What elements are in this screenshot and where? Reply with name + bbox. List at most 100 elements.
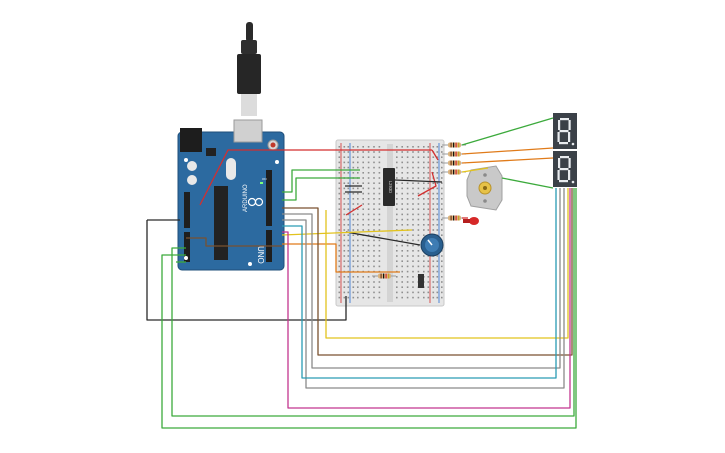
- breadboard-hole[interactable]: [401, 244, 403, 247]
- breadboard-hole[interactable]: [406, 255, 409, 257]
- dc-motor[interactable]: [466, 165, 503, 211]
- breadboard-hole[interactable]: [412, 260, 414, 262]
- breadboard-hole[interactable]: [362, 156, 364, 158]
- breadboard-hole[interactable]: [406, 281, 409, 283]
- breadboard-hole[interactable]: [352, 281, 355, 283]
- breadboard-hole[interactable]: [373, 213, 375, 216]
- breadboard-hole[interactable]: [378, 291, 381, 294]
- breadboard-hole[interactable]: [396, 146, 398, 148]
- breadboard-hole[interactable]: [357, 203, 359, 205]
- breadboard-hole[interactable]: [352, 250, 355, 252]
- breadboard-hole[interactable]: [423, 156, 425, 158]
- breadboard-hole[interactable]: [432, 172, 435, 174]
- breadboard-hole[interactable]: [373, 276, 375, 278]
- breadboard-hole[interactable]: [352, 161, 355, 164]
- breadboard-hole[interactable]: [362, 166, 364, 169]
- breadboard-hole[interactable]: [347, 192, 350, 195]
- breadboard-hole[interactable]: [362, 192, 364, 195]
- breadboard-hole[interactable]: [357, 198, 359, 200]
- breadboard-hole[interactable]: [401, 192, 403, 195]
- breadboard-hole[interactable]: [441, 198, 443, 200]
- breadboard-hole[interactable]: [338, 203, 341, 205]
- breadboard-hole[interactable]: [352, 198, 355, 200]
- breadboard-hole[interactable]: [423, 192, 425, 195]
- breadboard-hole[interactable]: [367, 224, 370, 226]
- breadboard-hole[interactable]: [357, 166, 359, 169]
- breadboard-hole[interactable]: [338, 192, 341, 195]
- breadboard-hole[interactable]: [347, 146, 350, 148]
- breadboard-hole[interactable]: [357, 192, 359, 195]
- breadboard-hole[interactable]: [367, 172, 370, 174]
- wire[interactable]: [345, 204, 363, 216]
- breadboard-hole[interactable]: [362, 198, 364, 200]
- breadboard-hole[interactable]: [432, 296, 435, 299]
- breadboard-hole[interactable]: [378, 203, 381, 205]
- breadboard-hole[interactable]: [401, 166, 403, 169]
- breadboard-hole[interactable]: [343, 182, 346, 184]
- breadboard-hole[interactable]: [357, 182, 359, 184]
- breadboard-hole[interactable]: [378, 172, 381, 174]
- seven-segment-display-bottom[interactable]: [553, 151, 577, 187]
- breadboard-hole[interactable]: [373, 172, 375, 174]
- breadboard-hole[interactable]: [432, 270, 435, 273]
- breadboard-hole[interactable]: [417, 177, 420, 179]
- breadboard-hole[interactable]: [367, 182, 370, 184]
- breadboard-hole[interactable]: [412, 250, 414, 252]
- breadboard-hole[interactable]: [401, 270, 403, 273]
- breadboard-hole[interactable]: [352, 192, 355, 195]
- breadboard-hole[interactable]: [352, 239, 355, 242]
- breadboard-hole[interactable]: [362, 229, 364, 231]
- breadboard-hole[interactable]: [406, 172, 409, 174]
- breadboard-hole[interactable]: [357, 234, 359, 236]
- seven-segment-displays[interactable]: [553, 113, 577, 187]
- wire[interactable]: [461, 157, 554, 164]
- breadboard-hole[interactable]: [401, 250, 403, 252]
- wire[interactable]: [199, 149, 432, 206]
- breadboard-hole[interactable]: [436, 255, 439, 257]
- wire[interactable]: [146, 219, 347, 321]
- breadboard-hole[interactable]: [436, 213, 439, 216]
- breadboard-hole[interactable]: [412, 213, 414, 216]
- breadboard-hole[interactable]: [373, 166, 375, 169]
- breadboard-hole[interactable]: [396, 234, 398, 236]
- breadboard-hole[interactable]: [406, 291, 409, 294]
- breadboard-hole[interactable]: [396, 166, 398, 169]
- breadboard-hole[interactable]: [338, 208, 341, 210]
- seven-segment-display-top[interactable]: [553, 113, 577, 149]
- breadboard-hole[interactable]: [412, 265, 414, 268]
- breadboard-hole[interactable]: [436, 203, 439, 205]
- breadboard-hole[interactable]: [373, 208, 375, 210]
- breadboard-hole[interactable]: [406, 234, 409, 236]
- breadboard-hole[interactable]: [412, 218, 414, 221]
- breadboard-hole[interactable]: [436, 208, 439, 210]
- breadboard-hole[interactable]: [401, 146, 403, 148]
- breadboard-hole[interactable]: [343, 250, 346, 252]
- breadboard-hole[interactable]: [436, 156, 439, 158]
- breadboard-hole[interactable]: [441, 218, 443, 221]
- breadboard-hole[interactable]: [406, 161, 409, 164]
- wire[interactable]: [282, 169, 360, 193]
- breadboard-hole[interactable]: [417, 203, 420, 205]
- breadboard-hole[interactable]: [396, 276, 398, 278]
- breadboard-hole[interactable]: [367, 187, 370, 190]
- breadboard-hole[interactable]: [423, 208, 425, 210]
- wire[interactable]: [282, 188, 565, 389]
- breadboard-hole[interactable]: [343, 234, 346, 236]
- breadboard-hole[interactable]: [432, 291, 435, 294]
- switch-component[interactable]: [418, 274, 424, 288]
- breadboard-hole[interactable]: [427, 172, 430, 174]
- breadboard-hole[interactable]: [378, 156, 381, 158]
- breadboard-hole[interactable]: [406, 203, 409, 205]
- breadboard-hole[interactable]: [357, 265, 359, 268]
- breadboard-hole[interactable]: [441, 224, 443, 226]
- breadboard-hole[interactable]: [427, 291, 430, 294]
- breadboard-hole[interactable]: [367, 239, 370, 242]
- breadboard-hole[interactable]: [412, 276, 414, 278]
- breadboard-hole[interactable]: [338, 198, 341, 200]
- breadboard-hole[interactable]: [373, 156, 375, 158]
- breadboard-hole[interactable]: [362, 291, 364, 294]
- breadboard-hole[interactable]: [373, 244, 375, 247]
- breadboard-hole[interactable]: [338, 250, 341, 252]
- breadboard-hole[interactable]: [367, 203, 370, 205]
- breadboard-hole[interactable]: [441, 260, 443, 262]
